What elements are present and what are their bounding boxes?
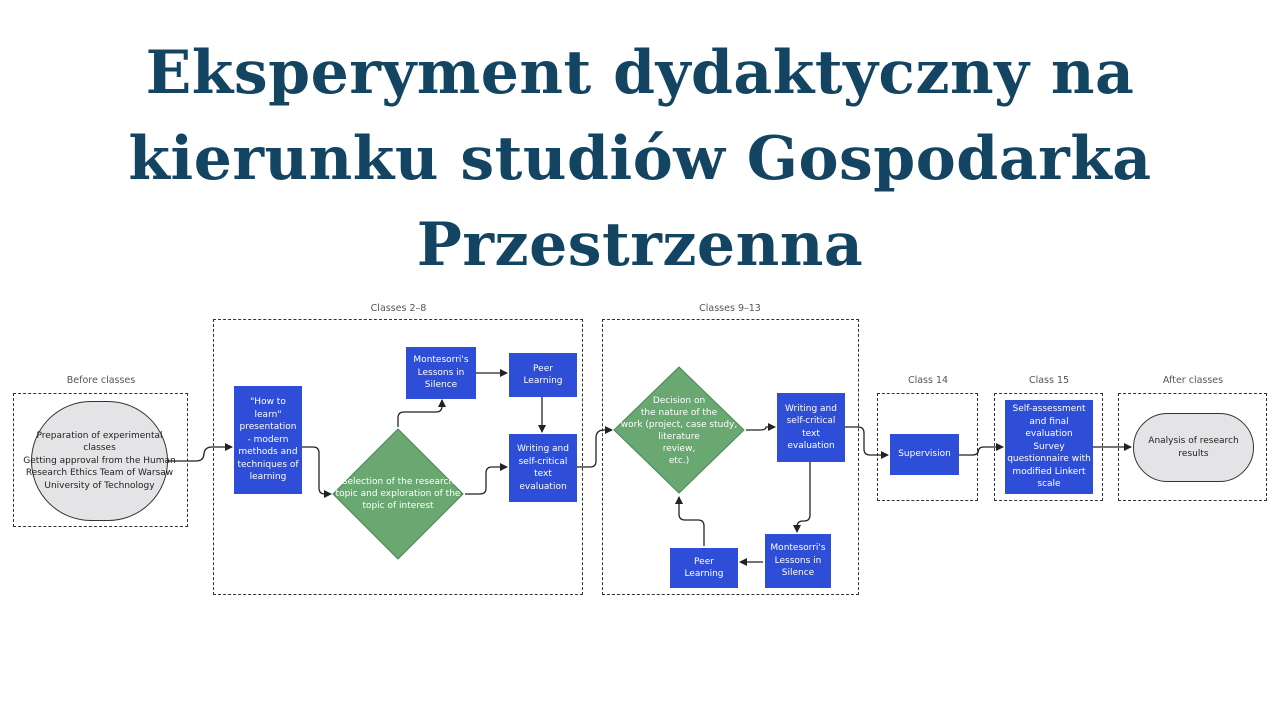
text-line: learning <box>249 472 287 483</box>
text-line: self-critical <box>518 456 568 467</box>
text-line: modified Linkert <box>1012 466 1086 477</box>
text-line: Learning <box>523 376 563 386</box>
title-line-1: Eksperyment dydaktyczny na <box>145 38 1135 108</box>
text-line: etc.) <box>668 456 690 466</box>
text-lines: Writing and self-critical text evaluation <box>785 403 837 453</box>
phase-label-class-15: Class 15 <box>1028 375 1070 386</box>
text-line: topic and exploration of the <box>335 489 461 499</box>
text-line: evaluation <box>1025 429 1073 440</box>
phase-label-class-14: Class 14 <box>907 375 949 386</box>
text-line: Peer <box>533 363 553 374</box>
arrow-preparation-to-how-to-learn <box>168 443 233 462</box>
text-line: the nature of the <box>640 408 718 418</box>
text-line: classes <box>83 443 116 454</box>
text-line: Learning <box>684 569 724 579</box>
text-lines: Decision on the nature of the work (projec… <box>621 395 737 467</box>
text-line: evaluation <box>519 481 567 492</box>
text-line: text <box>802 428 820 439</box>
arrow-selection-to-writing-1 <box>465 463 508 495</box>
text-line: Writing and <box>517 444 569 454</box>
text-line: techniques of <box>237 459 299 470</box>
text-line: Silence <box>424 380 458 391</box>
phase-label-classes-2-8: Classes 2–8 <box>370 303 427 314</box>
text-line: scale <box>1037 479 1061 490</box>
frame-class-14 <box>877 393 978 501</box>
node-selection-topic: Selection of the research topic and explo… <box>336 464 461 524</box>
arrow-writing-2-to-supervision <box>845 426 889 459</box>
text-line: and final <box>1029 416 1069 427</box>
text-line: text <box>534 469 552 479</box>
text-line: Lessons in <box>417 367 465 378</box>
arrow-writing-2-to-montessori-2 <box>793 462 811 533</box>
text-lines: Selection of the research topic and explo… <box>336 476 461 512</box>
text-line: Writing and <box>785 403 837 414</box>
arrow-selection-to-montessori-1 <box>397 399 446 427</box>
text-line: literature <box>658 432 700 442</box>
text-line: Lessons in <box>774 555 822 566</box>
text-line: review, <box>662 444 696 454</box>
text-line: questionnaire with <box>1007 454 1091 465</box>
node-analysis: Analysis of research results <box>1133 413 1254 482</box>
text-line: work (project, case study, <box>620 420 738 430</box>
title-line-2: kierunku studiów Gospodarka <box>128 124 1152 194</box>
text-line: learn" <box>254 409 282 420</box>
text-lines: Writing and self-critical text evaluation <box>517 443 569 493</box>
text-line: Peer <box>694 556 714 567</box>
node-decision-nature: Decision on the nature of the work (projec… <box>621 394 737 468</box>
text-line: Getting approval from the Human <box>23 455 176 466</box>
text-line: methods and <box>238 447 298 458</box>
title-line-3: Przestrzenna <box>416 210 864 280</box>
text-line: Silence <box>781 568 815 579</box>
text-line: Self-assessment <box>1012 404 1086 415</box>
text-line: Preparation of experimental <box>36 430 163 441</box>
page-title: Eksperyment dydaktyczny na kierunku stud… <box>0 30 1280 288</box>
phase-label-after: After classes <box>1162 375 1224 386</box>
phase-label-classes-9-13: Classes 9–13 <box>699 303 761 314</box>
phase-label-before: Before classes <box>66 375 136 386</box>
text-line: University of Technology <box>44 480 155 491</box>
text-line: topic of interest <box>362 501 434 511</box>
arrow-writing-1-to-decision <box>577 426 613 468</box>
arrow-decision-to-writing-2 <box>746 423 776 431</box>
text-line: Survey <box>1033 441 1065 452</box>
text-line: - modern <box>247 434 289 445</box>
text-line: "How to <box>250 397 286 408</box>
text-line: Montesorri's <box>413 355 469 366</box>
decision-diamond-nature <box>613 366 745 494</box>
node-writing-1: Writing and self-critical text evaluation <box>509 434 577 502</box>
text-line: evaluation <box>787 441 835 451</box>
text-line: Decision on <box>652 396 706 406</box>
frame-before-classes <box>13 393 188 527</box>
node-writing-2: Writing and self-critical text evaluation <box>777 393 845 462</box>
arrow-peer-learning-2-to-decision <box>675 496 705 546</box>
node-supervision: Supervision <box>890 434 959 475</box>
arrow-supervision-to-self-assessment <box>959 443 1004 456</box>
text-line: Research Ethics Team of Warsaw <box>25 468 174 479</box>
text-line: Selection of the research <box>341 477 455 487</box>
frame-classes-2-8 <box>213 319 583 595</box>
text-line: self-critical <box>786 416 836 426</box>
text-line: presentation <box>239 422 297 433</box>
decision-diamond-selection <box>332 428 464 560</box>
text-line: Montesorri's <box>770 543 826 554</box>
arrow-how-to-learn-to-selection <box>302 446 332 498</box>
frame-classes-9-13 <box>602 319 859 595</box>
